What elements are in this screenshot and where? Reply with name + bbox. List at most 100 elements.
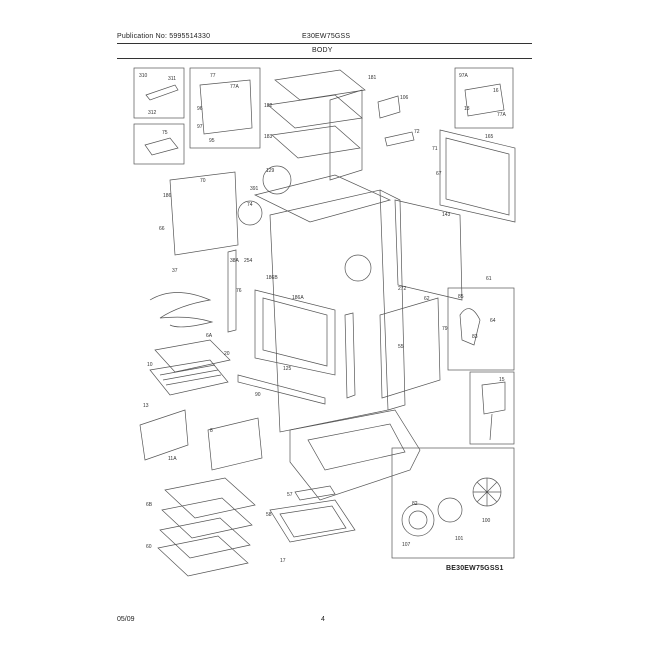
part-38a <box>227 249 237 333</box>
label-62: 62 <box>424 296 430 302</box>
label-100: 100 <box>482 518 491 524</box>
inset-box-15 <box>469 371 515 445</box>
label-6a: 6A <box>206 333 213 339</box>
label-10: 10 <box>147 362 153 368</box>
part-heating-element <box>149 292 214 328</box>
label-82: 82 <box>412 501 418 507</box>
diagram-code: BE30EW75GSS1 <box>446 565 504 572</box>
label-101: 101 <box>455 536 464 542</box>
section-title: BODY <box>312 47 333 54</box>
label-77a: 77A <box>230 84 240 90</box>
part-79 <box>379 297 441 399</box>
label-107: 107 <box>402 542 411 548</box>
part-90 <box>237 374 326 405</box>
label-58: 58 <box>266 512 272 518</box>
label-6b: 6B <box>146 502 153 508</box>
part-rack-1 <box>164 477 256 519</box>
inset-box-96 <box>189 67 261 149</box>
part-186b <box>344 312 356 399</box>
label-96: 96 <box>197 106 203 112</box>
model-number: E30EW75GSS <box>302 33 351 40</box>
label-79: 79 <box>442 326 448 332</box>
label-129: 129 <box>266 168 275 174</box>
label-13: 13 <box>143 403 149 409</box>
magnifier-right <box>344 254 372 282</box>
part-oven-side <box>379 189 406 411</box>
part-83 <box>459 308 481 346</box>
inset-box-310 <box>133 67 185 119</box>
label-391: 391 <box>250 186 259 192</box>
part-107-inner <box>408 510 428 530</box>
label-38a: 38A <box>230 258 240 264</box>
label-20: 20 <box>224 351 230 357</box>
part-right-bracket <box>394 199 463 301</box>
inset-box-97a <box>454 67 514 129</box>
label-67: 67 <box>436 171 442 177</box>
label-61: 61 <box>486 276 492 282</box>
page-number: 4 <box>321 616 325 623</box>
label-83: 83 <box>472 334 478 340</box>
part-82 <box>289 409 421 501</box>
part-front-panel <box>329 89 363 181</box>
label-66: 66 <box>159 226 165 232</box>
part-door-inner <box>445 137 510 216</box>
label-74: 74 <box>247 202 253 208</box>
part-10 <box>149 359 229 396</box>
label-182: 182 <box>264 103 273 109</box>
part-11a <box>207 417 263 471</box>
publication-number: Publication No: 5995514330 <box>117 33 211 40</box>
part-oven-window <box>254 289 336 376</box>
part-106 <box>377 95 401 119</box>
part-rack-4 <box>157 535 249 577</box>
part-75 <box>144 137 179 156</box>
part-oven-window-inner <box>262 297 328 367</box>
label-95: 95 <box>209 138 215 144</box>
part-58 <box>269 499 356 543</box>
inset-box-fan <box>391 447 515 559</box>
inset-box-85 <box>447 287 515 371</box>
part-107 <box>401 503 435 537</box>
label-77: 77 <box>210 73 216 79</box>
part-70 <box>169 171 239 256</box>
part-58-inner <box>279 505 347 538</box>
part-182 <box>267 94 363 129</box>
part-311 <box>145 84 179 101</box>
label-76: 76 <box>236 288 242 294</box>
part-97a <box>464 83 505 117</box>
part-oven-top <box>253 174 392 223</box>
label-8: 8 <box>210 428 213 434</box>
label-60: 60 <box>146 544 152 550</box>
label-272: 272 <box>398 286 407 292</box>
part-100-blades <box>473 478 501 506</box>
part-101 <box>437 497 463 523</box>
label-72: 72 <box>414 129 420 135</box>
part-183 <box>271 125 361 159</box>
label-64: 64 <box>490 318 496 324</box>
label-186: 186 <box>163 193 172 199</box>
magnifier-74 <box>237 200 263 226</box>
part-72 <box>384 131 415 147</box>
label-75: 75 <box>162 130 168 136</box>
label-90: 90 <box>255 392 261 398</box>
label-16: 16 <box>493 88 499 94</box>
magnifier-129 <box>262 165 292 195</box>
label-310: 310 <box>139 73 148 79</box>
label-85: 85 <box>458 294 464 300</box>
part-57 <box>294 485 336 501</box>
part-door <box>439 129 516 223</box>
label-55: 55 <box>398 344 404 350</box>
label-106: 106 <box>400 95 409 101</box>
part-13 <box>139 409 189 461</box>
label-186a: 186A <box>292 295 304 301</box>
label-165: 165 <box>485 134 494 140</box>
label-186b: 186B <box>266 275 278 281</box>
label-183: 183 <box>264 134 273 140</box>
part-82-inner <box>307 423 406 471</box>
label-181: 181 <box>368 75 377 81</box>
label-57: 57 <box>287 492 293 498</box>
part-rack-2 <box>161 497 253 539</box>
label-71: 71 <box>432 146 438 152</box>
label-11a: 11A <box>168 456 177 462</box>
label-312: 312 <box>148 110 157 116</box>
